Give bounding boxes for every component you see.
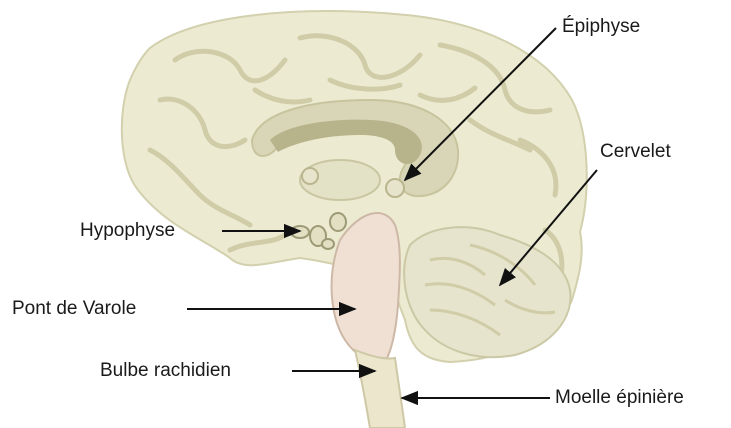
label-pont: Pont de Varole (12, 298, 136, 319)
spinal-cord (355, 350, 405, 428)
hypothalamus-bulb (302, 168, 318, 184)
label-bulbe: Bulbe rachidien (100, 360, 231, 381)
label-epiphyse: Épiphyse (562, 16, 640, 37)
label-hypophyse: Hypophyse (80, 220, 175, 241)
label-moelle: Moelle épinière (555, 387, 684, 408)
epiphyse-gland (386, 179, 404, 197)
label-cervelet: Cervelet (600, 141, 671, 162)
